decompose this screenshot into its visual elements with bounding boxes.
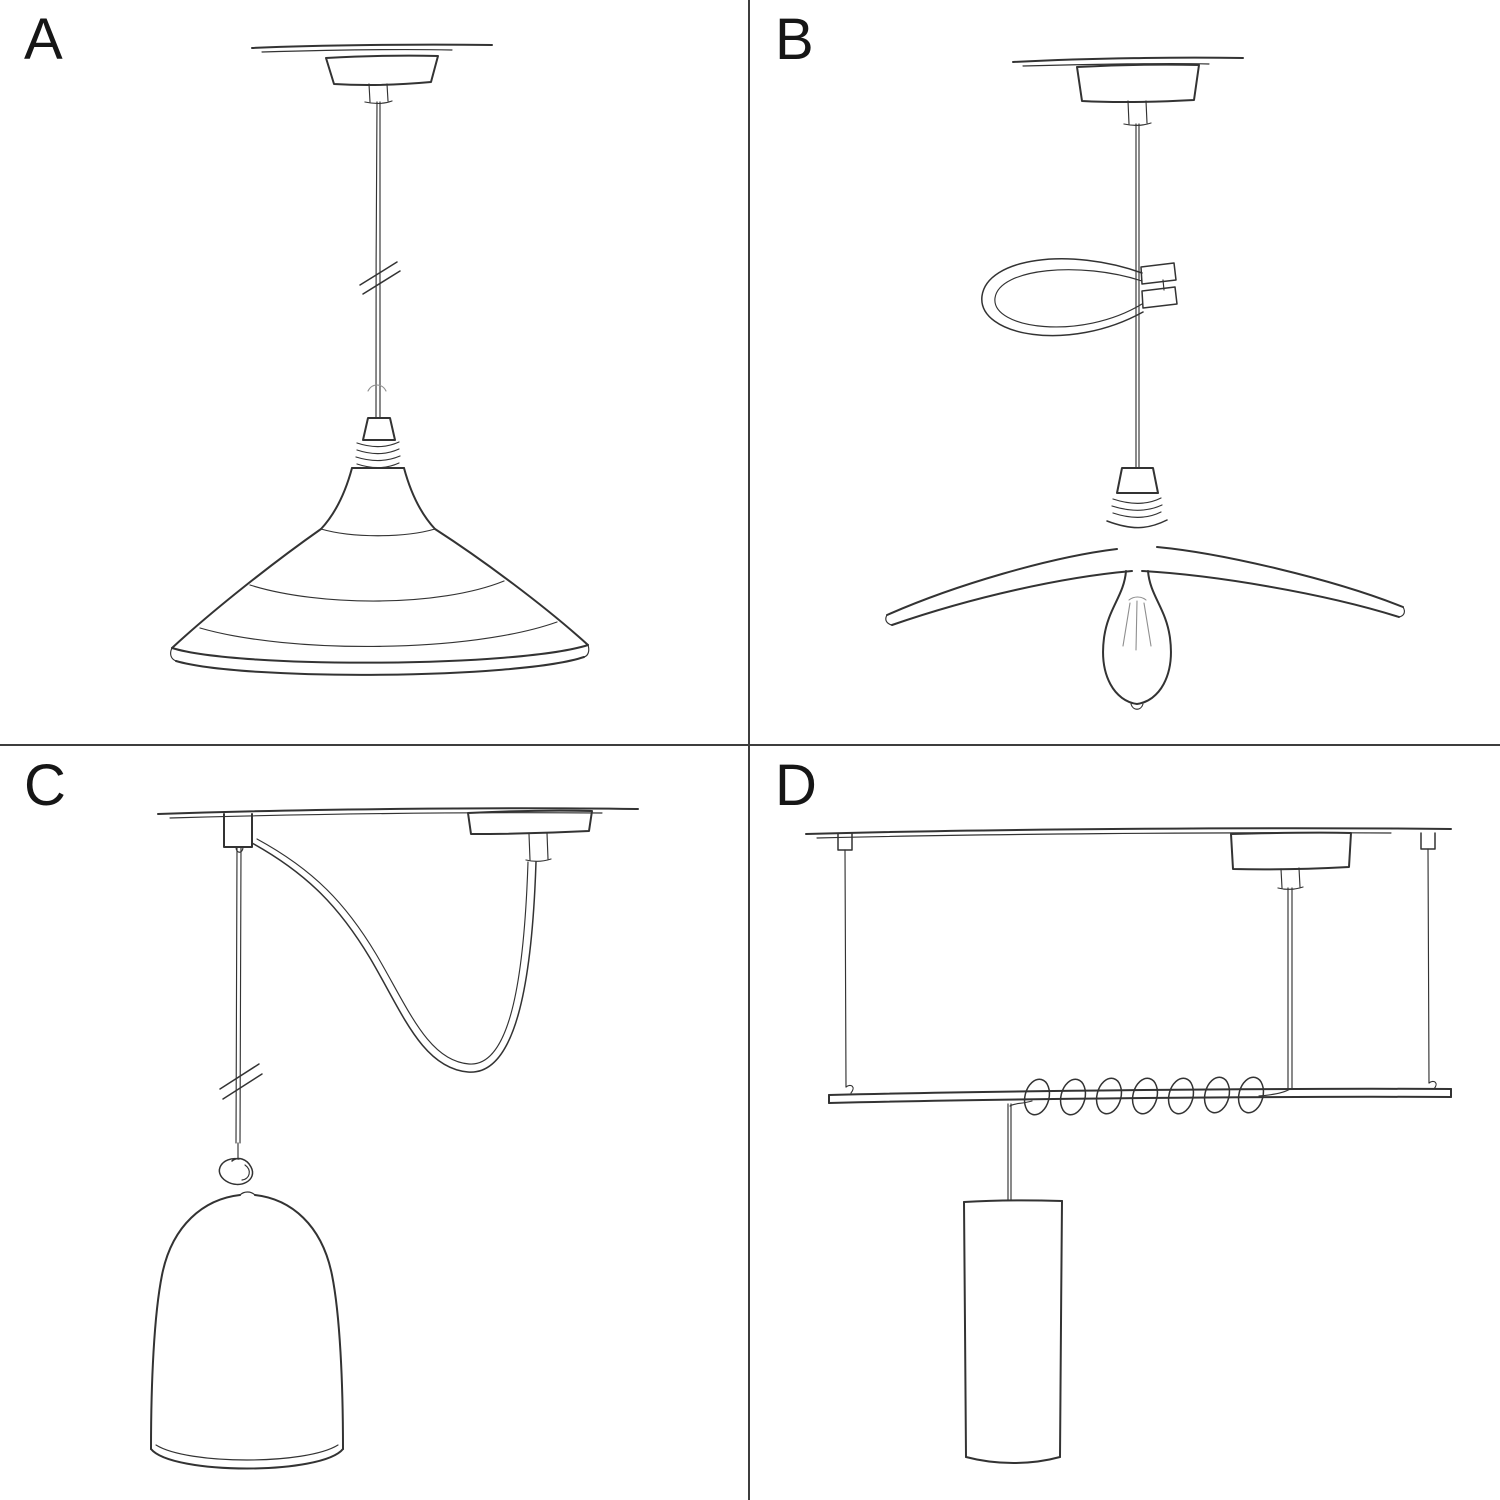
ceiling-line — [251, 43, 493, 53]
pendant-cord — [1135, 123, 1140, 469]
panel-d: D — [751, 746, 1500, 1500]
ceiling-line — [805, 827, 1452, 839]
pendant-flat-shade-bulb-sketch — [885, 56, 1405, 710]
edison-bulb — [1102, 570, 1172, 710]
cord-knot — [218, 1142, 254, 1186]
cord-chevron-mark — [367, 384, 387, 392]
cable-break-mark — [219, 1063, 263, 1100]
panel-b: B — [751, 0, 1500, 744]
horizontal-divider — [0, 744, 1500, 746]
suspension-wires — [837, 832, 1437, 1094]
pendant-cord — [375, 101, 381, 419]
panel-label-b: B — [775, 7, 815, 72]
bell-dome-shade — [150, 1191, 344, 1470]
panel-label-d: D — [775, 753, 818, 818]
panel-label-a: A — [24, 7, 64, 72]
cylinder-shade — [963, 1199, 1063, 1464]
ceiling-rose — [325, 54, 439, 104]
panel-a: A — [0, 0, 749, 744]
swag-pendant-bell-shade-sketch — [150, 807, 639, 1470]
drop-cord — [1007, 1103, 1012, 1201]
pendant-industrial-shade-sketch — [170, 43, 590, 676]
ceiling-hook — [223, 813, 253, 853]
vertical-divider — [748, 0, 750, 1500]
ceiling-rose — [1230, 831, 1352, 890]
flat-plate-shade — [885, 546, 1405, 626]
horizontal-bar — [828, 1087, 1452, 1104]
coiled-cable — [1009, 1076, 1291, 1116]
rose-cable — [1287, 887, 1293, 1090]
swag-cable — [251, 838, 537, 1073]
ceiling-rose — [467, 809, 593, 862]
bar-suspension-pendant-sketch — [805, 827, 1452, 1464]
ceiling-rose — [1076, 63, 1200, 126]
cable-break-mark — [359, 261, 401, 295]
panel-c: C — [0, 746, 749, 1500]
industrial-bowl-shade — [170, 528, 590, 676]
cable-clamp — [1140, 262, 1178, 309]
panel-label-c: C — [24, 753, 67, 818]
lamp-holder — [1106, 467, 1168, 529]
ceiling-line — [157, 807, 639, 819]
lamp-holder — [320, 417, 436, 537]
ceiling-line — [1012, 56, 1244, 67]
drop-cord — [235, 846, 242, 1144]
cable-loop — [981, 258, 1144, 337]
